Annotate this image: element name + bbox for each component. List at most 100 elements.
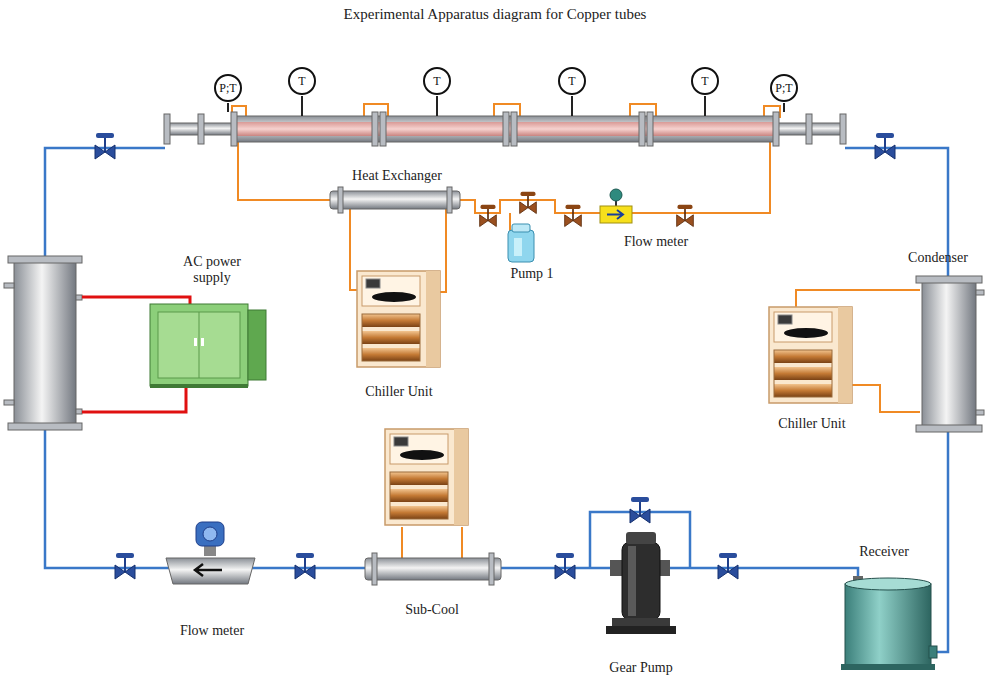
subcool-exchanger: [372, 553, 377, 585]
water-pipe: [232, 104, 920, 558]
end-pipe: [164, 114, 170, 144]
part-label: Gear Pump: [609, 660, 672, 676]
part-label: Flow meter: [624, 234, 688, 250]
heater-vessel: [4, 283, 14, 288]
heater-vessel: [76, 409, 82, 414]
end-pipe: [806, 114, 812, 144]
valve: [677, 205, 694, 227]
test-section: [372, 112, 378, 146]
water-pipe: [401, 527, 403, 558]
part-label: Heat Exchanger: [352, 168, 442, 184]
valve: [95, 133, 115, 159]
condenser-vessel: [976, 410, 984, 415]
power-wire: [82, 297, 190, 304]
gauge-stem: [301, 96, 303, 116]
flow-meter-symbol: [600, 206, 632, 223]
end-pipe: [840, 114, 846, 144]
flow-meter-symbol: [600, 189, 632, 223]
valve: [718, 553, 738, 579]
coriolis-flow-meter: [204, 546, 216, 556]
valve: [565, 205, 582, 227]
part-label: Flow meter: [180, 623, 244, 639]
valve: [630, 497, 650, 523]
heat-exchanger: [330, 187, 460, 213]
gauge-circle: P;T: [214, 74, 242, 102]
gear-pump-symbol: [628, 546, 636, 616]
test-section: [231, 112, 237, 146]
water-pipe: [509, 213, 511, 232]
test-section: [503, 112, 509, 146]
power-supply-box: [199, 312, 200, 378]
receiver-tank: [845, 584, 931, 668]
part-label: Chiller Unit: [778, 416, 845, 432]
refrigerant-pipe: [668, 568, 858, 582]
gauge-stem: [783, 103, 785, 112]
diagram-title: Experimental Apparatus diagram for Coppe…: [0, 6, 990, 23]
pump-symbol: [514, 238, 522, 256]
heater-vessel: [4, 256, 82, 430]
valve: [555, 553, 575, 579]
subcool-exchanger: [365, 558, 501, 580]
gauge-label: T: [298, 74, 305, 89]
heater-vessel: [4, 400, 14, 405]
gauge-circle: T: [691, 67, 719, 95]
heater-vessel: [14, 260, 76, 426]
receiver-tank: [841, 576, 937, 670]
subcool-exchanger: [489, 553, 494, 585]
condenser-vessel: [916, 425, 982, 432]
gauge-label: T: [568, 74, 575, 89]
flow-meter-symbol: [607, 210, 623, 219]
part-label: Sub-Cool: [405, 602, 459, 618]
coriolis-flow-meter: [203, 527, 217, 541]
valve: [295, 553, 315, 579]
part-label: Chiller Unit: [365, 384, 432, 400]
gear-pump-symbol: [606, 532, 676, 634]
coriolis-flow-meter: [195, 564, 222, 576]
valve: [115, 553, 135, 579]
gauge-circle: T: [423, 67, 451, 95]
test-section: [231, 112, 779, 146]
test-section: [639, 112, 645, 146]
gauge-label: P;T: [219, 81, 236, 96]
coriolis-flow-meter: [166, 558, 255, 584]
chiller-symbol: [357, 271, 440, 367]
power-supply-box: [194, 338, 197, 346]
condenser-vessel: [976, 290, 984, 295]
coriolis-flow-meter: [196, 522, 224, 546]
flow-meter-symbol: [610, 189, 622, 201]
receiver-tank: [929, 646, 937, 658]
coriolis-flow-meter: [166, 522, 255, 584]
valve: [520, 192, 537, 214]
chiller-symbol: [385, 429, 468, 525]
power-supply-box: [158, 312, 240, 378]
pump-symbol: [512, 224, 530, 232]
gauge-stem: [436, 96, 438, 116]
heat-exchanger: [330, 191, 460, 209]
receiver-tank: [841, 664, 935, 670]
heater-vessel: [76, 295, 82, 300]
gauge-label: P;T: [775, 81, 792, 96]
heat-exchanger: [338, 187, 343, 213]
end-pipe: [198, 114, 204, 144]
gauge-label: T: [433, 74, 440, 89]
gauge-circle: T: [288, 67, 316, 95]
valve: [875, 133, 895, 159]
test-section: [647, 112, 653, 146]
gauge-stem: [228, 96, 784, 116]
part-label: AC power supply: [175, 254, 249, 286]
condenser-vessel: [916, 276, 982, 283]
test-section: [511, 112, 517, 146]
power-supply-box: [248, 310, 266, 380]
power-supply-box: [150, 384, 248, 388]
part-label: Pump 1: [510, 266, 553, 282]
part-label: Receiver: [859, 544, 909, 560]
gauge-circle: P;T: [770, 74, 798, 102]
refrigerant-pipe: [45, 148, 948, 652]
test-section: [380, 112, 386, 146]
gear-pump-symbol: [622, 542, 660, 620]
receiver-tank: [845, 578, 931, 590]
power-supply-box: [150, 304, 248, 386]
heat-exchanger: [447, 187, 452, 213]
heater-vessel: [8, 256, 82, 263]
